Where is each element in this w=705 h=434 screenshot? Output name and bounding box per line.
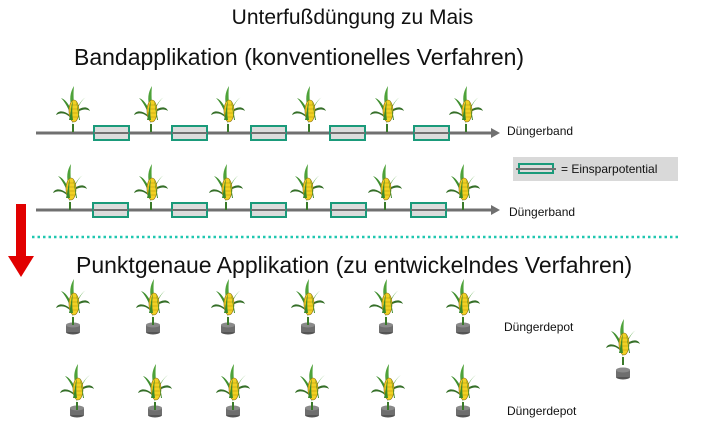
- depot-row1-label: Düngerdepot: [504, 320, 574, 334]
- maize-plant-icon: [133, 163, 169, 211]
- maize-plant-icon: [445, 163, 481, 211]
- depot-row2-label: Düngerdepot: [507, 404, 577, 418]
- fertilizer-depot-icon: [146, 325, 160, 332]
- maize-plant-icon: [52, 163, 88, 211]
- down-arrow-icon: [8, 256, 34, 277]
- fertilizer-depot-icon-top: [616, 367, 630, 373]
- fertilizer-depot-icon: [305, 408, 319, 415]
- maize-plant-icon: [367, 163, 403, 211]
- maize-plant-icon: [208, 163, 244, 211]
- fertilizer-depot-icon: [70, 408, 84, 415]
- band-row2-arrowhead: [491, 205, 500, 215]
- maize-plant-icon: [370, 363, 406, 411]
- point-application-heading: Punktgenaue Applikation (zu entwickelnde…: [76, 252, 633, 278]
- band-row2-label: Düngerband: [509, 205, 576, 219]
- fertilizer-depot-icon: [221, 325, 235, 332]
- fertilizer-depot-icon: [456, 325, 470, 332]
- maize-plant-icon: [289, 163, 325, 211]
- maize-plant-icon: [59, 363, 95, 411]
- maize-plant-icon: [210, 85, 246, 133]
- maize-plant-icon: [448, 85, 484, 133]
- maize-plant-icon: [605, 318, 641, 366]
- maize-plant-icon: [210, 278, 246, 326]
- fertilizer-depot-icon: [301, 325, 315, 332]
- maize-plant-icon: [137, 363, 173, 411]
- maize-plant-icon: [445, 363, 481, 411]
- down-arrow-shaft: [16, 204, 26, 256]
- fertilizer-depot-icon: [148, 408, 162, 415]
- maize-plant-icon: [369, 85, 405, 133]
- maize-plant-icon: [215, 363, 251, 411]
- diagram-title: Unterfußdüngung zu Mais: [231, 6, 474, 29]
- maize-plant-icon: [290, 278, 326, 326]
- fertilizer-depot-icon: [379, 325, 393, 332]
- legend-text: = Einsparpotential: [561, 162, 658, 176]
- maize-plant-icon: [55, 85, 91, 133]
- maize-plant-icon: [294, 363, 330, 411]
- maize-plant-icon: [55, 278, 91, 326]
- band-row1-label: Düngerband: [507, 124, 574, 138]
- maize-plant-icon: [368, 278, 404, 326]
- legend-swatch: [516, 163, 556, 174]
- maize-plant-icon: [291, 85, 327, 133]
- fertilizer-depot-icon: [456, 408, 470, 415]
- fertilizer-depot-icon: [226, 408, 240, 415]
- band-application-heading: Bandapplikation (konventionelles Verfahr…: [74, 44, 525, 70]
- fertilizer-depot-icon: [66, 325, 80, 332]
- band-row1-arrowhead: [491, 128, 500, 138]
- maize-plant-icon: [445, 278, 481, 326]
- fertilizer-depot-icon: [616, 370, 630, 377]
- fertilizer-depot-icon: [381, 408, 395, 415]
- legend: = Einsparpotential: [513, 157, 678, 181]
- maize-plant-icon: [133, 85, 169, 133]
- maize-plant-icon: [135, 278, 171, 326]
